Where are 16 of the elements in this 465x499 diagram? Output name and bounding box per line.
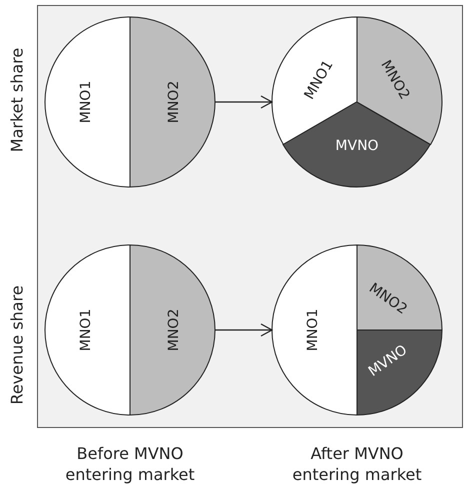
slice-label: MNO1 xyxy=(78,308,94,352)
slice-label: MNO1 xyxy=(304,308,321,352)
slice-label: MNO1 xyxy=(78,80,94,124)
pie-chart xyxy=(272,17,442,187)
column-label: Before MVNO entering market xyxy=(64,444,196,486)
slice-label: MNO2 xyxy=(166,80,182,124)
arrow xyxy=(215,95,273,109)
pie-chart xyxy=(272,245,442,415)
axis-label: Revenue share xyxy=(8,284,28,407)
pie-chart xyxy=(45,17,215,187)
pie-chart xyxy=(45,245,215,415)
arrow xyxy=(215,323,273,337)
column-label: After MVNO entering market xyxy=(291,444,423,486)
slice-label: MNO2 xyxy=(166,308,182,352)
slice-label: MVNO xyxy=(335,138,379,154)
axis-label: Market share xyxy=(8,46,28,154)
